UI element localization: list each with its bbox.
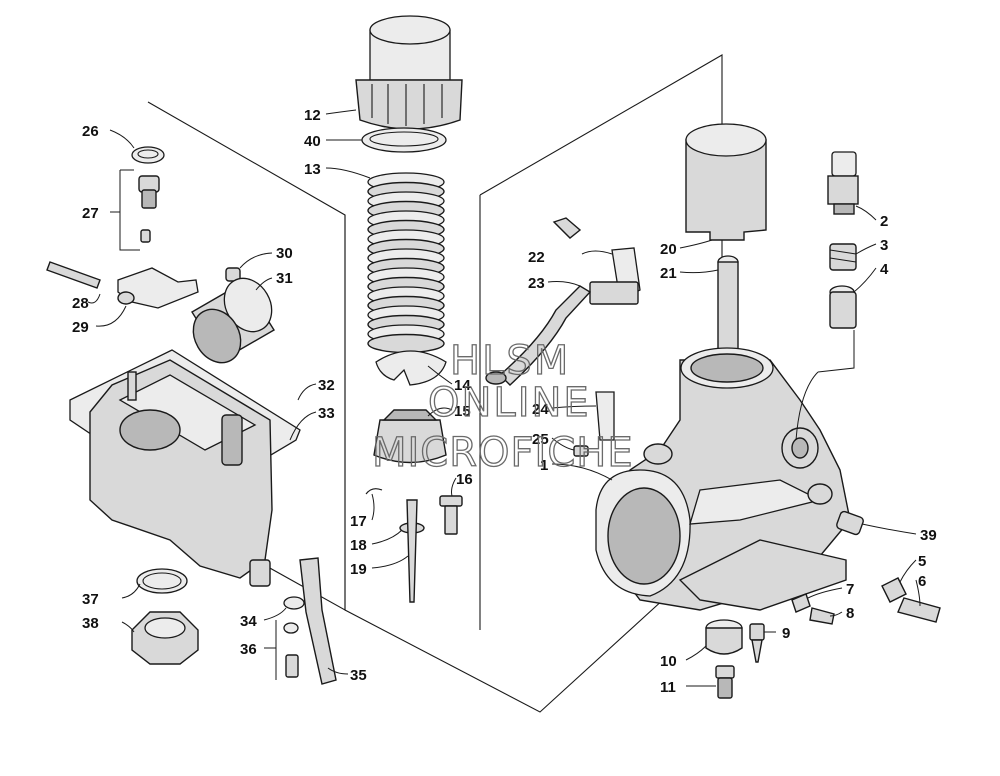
plate-14 (375, 350, 447, 386)
callout-18: 18 (350, 537, 367, 554)
callout-11: 11 (660, 679, 676, 696)
carburetor-body-1 (595, 347, 851, 611)
callout-30: 30 (276, 245, 293, 262)
callout-2: 2 (880, 213, 888, 230)
float-arm-29 (117, 267, 199, 309)
throttle-slide-20 (685, 123, 767, 241)
callout-8: 8 (846, 605, 854, 622)
carburetor-body-group (485, 123, 941, 699)
throttle-shaft-21 (717, 255, 739, 358)
callout-33: 33 (318, 405, 335, 422)
callout-10: 10 (660, 653, 677, 670)
callout-25: 25 (532, 431, 549, 448)
o-ring-26 (131, 146, 165, 164)
screw-22 (552, 217, 582, 239)
callout-32: 32 (318, 377, 335, 394)
holder-15 (373, 409, 447, 464)
callout-labels: 26 27 28 29 30 31 32 33 37 38 34 36 35 1… (72, 107, 937, 696)
cable-bracket-23 (485, 247, 641, 386)
callout-3: 3 (880, 237, 888, 254)
drain-plug-38 (131, 611, 199, 665)
float-bowl-group (46, 146, 337, 685)
leader-lines (87, 109, 921, 687)
screw-16 (439, 495, 463, 535)
pilot-jet-9 (749, 623, 765, 663)
drain-hose-34-35-36 (283, 557, 337, 685)
callout-1: 1 (540, 457, 548, 474)
callout-7: 7 (846, 581, 854, 598)
callout-23: 23 (528, 275, 545, 292)
callout-4: 4 (880, 261, 889, 278)
bracket-24 (595, 391, 615, 441)
jet-needle-18-19 (399, 499, 425, 603)
spring-13 (367, 172, 445, 354)
spring-coil (367, 333, 445, 354)
needle-valve-27 (138, 175, 160, 243)
watermark-line-1: HLSM (450, 338, 570, 384)
spring-3 (829, 243, 857, 271)
screw-spring-5-6 (881, 577, 941, 623)
slide-spring-group (355, 15, 463, 603)
plunger-4 (829, 285, 857, 329)
watermark-line-3: MICROFICHE (372, 430, 634, 476)
callout-35: 35 (350, 667, 367, 684)
callout-17: 17 (350, 513, 367, 530)
callout-29: 29 (72, 319, 89, 336)
float-pin-28 (46, 261, 101, 289)
callout-37: 37 (82, 591, 99, 608)
callout-19: 19 (350, 561, 367, 578)
callout-27: 27 (82, 205, 99, 222)
callout-14: 14 (454, 377, 471, 394)
callout-9: 9 (782, 625, 790, 642)
callout-28: 28 (72, 295, 89, 312)
callout-21: 21 (660, 265, 677, 282)
callout-20: 20 (660, 241, 677, 258)
callout-40: 40 (304, 133, 321, 150)
callout-13: 13 (304, 161, 321, 178)
callout-15: 15 (454, 403, 471, 420)
callout-22: 22 (528, 249, 545, 266)
callout-12: 12 (304, 107, 321, 124)
pilot-screw-7-8 (791, 593, 835, 625)
callout-24: 24 (532, 401, 549, 418)
main-jet-11 (715, 665, 735, 699)
callout-31: 31 (276, 270, 293, 287)
float-bowl-32-33 (69, 349, 301, 587)
watermark: HLSM ONLINE MICROFICHE (371, 337, 634, 476)
callout-26: 26 (82, 123, 99, 140)
callout-36: 36 (240, 641, 257, 658)
watermark-line-2: ONLINE (428, 380, 591, 426)
callout-6: 6 (918, 573, 926, 590)
adjuster-2 (827, 151, 859, 215)
float-31 (191, 277, 275, 364)
callout-38: 38 (82, 615, 99, 632)
callout-34: 34 (240, 613, 257, 630)
top-cap-12 (355, 15, 463, 130)
callout-39: 39 (920, 527, 937, 544)
clip-17 (365, 488, 383, 495)
screw-25 (573, 445, 589, 457)
callout-16: 16 (456, 471, 473, 488)
sleeve-39 (836, 510, 864, 536)
needle-jet-10 (705, 619, 743, 655)
callout-5: 5 (918, 553, 926, 570)
